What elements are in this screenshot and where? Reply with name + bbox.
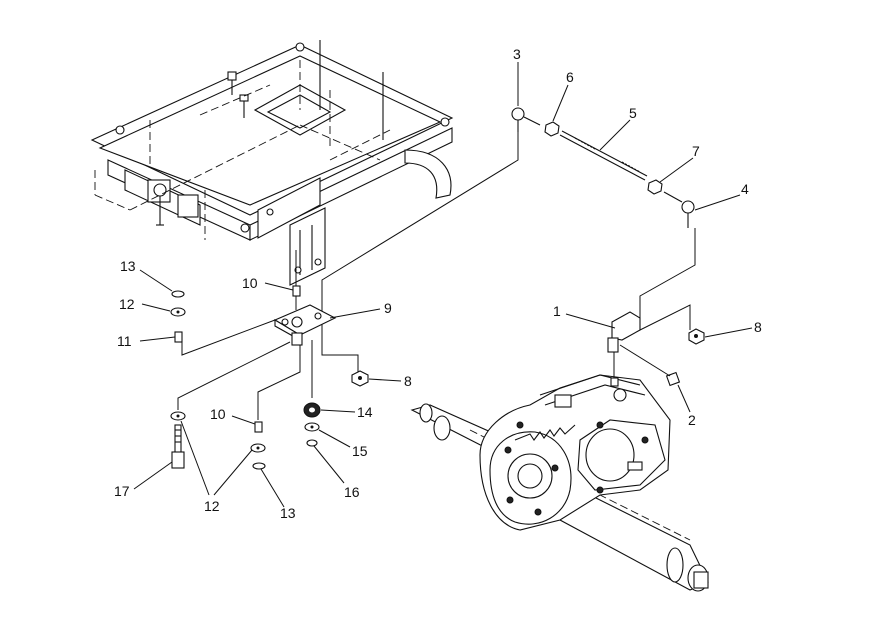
callout-17: 17: [114, 483, 130, 499]
ball-joint-4: [681, 200, 695, 214]
rod-5: [559, 134, 646, 181]
callout-3: 3: [513, 46, 521, 62]
callout-8-right: 8: [754, 319, 762, 335]
callout-16: 16: [344, 484, 360, 500]
callout-4: 4: [741, 181, 749, 197]
retaining-ring-16: [306, 439, 318, 447]
callout-9: 9: [384, 300, 392, 316]
callout-12-top: 12: [119, 296, 135, 312]
jam-nut-6: [544, 121, 560, 137]
callout-2: 2: [688, 412, 696, 428]
jam-nut-7: [647, 179, 663, 195]
callout-14: 14: [357, 404, 373, 420]
frame-assembly: [90, 40, 454, 286]
callout-labels: 3 6 5 7 4 1 8 2 9 10 13 12 11 8 14 15 16…: [114, 46, 762, 521]
callout-8-left: 8: [404, 373, 412, 389]
callout-5: 5: [629, 105, 637, 121]
ball-joint-3: [511, 107, 525, 121]
callout-6: 6: [566, 69, 574, 85]
callout-1: 1: [553, 303, 561, 319]
transaxle-assembly: [410, 304, 709, 592]
callout-7: 7: [692, 143, 700, 159]
callout-15: 15: [352, 443, 368, 459]
control-arm-1: [611, 311, 641, 341]
bushing-10-top: [292, 285, 301, 297]
callout-leaders: [133, 62, 753, 508]
pivot-bracket-assembly: [170, 250, 369, 470]
bushing-11: [174, 331, 183, 343]
pin-17-head: [171, 451, 185, 469]
bushing-10-bottom: [254, 421, 263, 433]
callout-13-bottom: 13: [280, 505, 296, 521]
retaining-ring-13-top: [171, 290, 185, 298]
callout-11: 11: [117, 333, 132, 349]
callout-12-bottom: 12: [204, 498, 220, 514]
callout-10-bottom: 10: [210, 406, 226, 422]
callout-10-top: 10: [242, 275, 258, 291]
retaining-ring-13-bottom: [252, 462, 266, 470]
callout-13-top: 13: [120, 258, 136, 274]
